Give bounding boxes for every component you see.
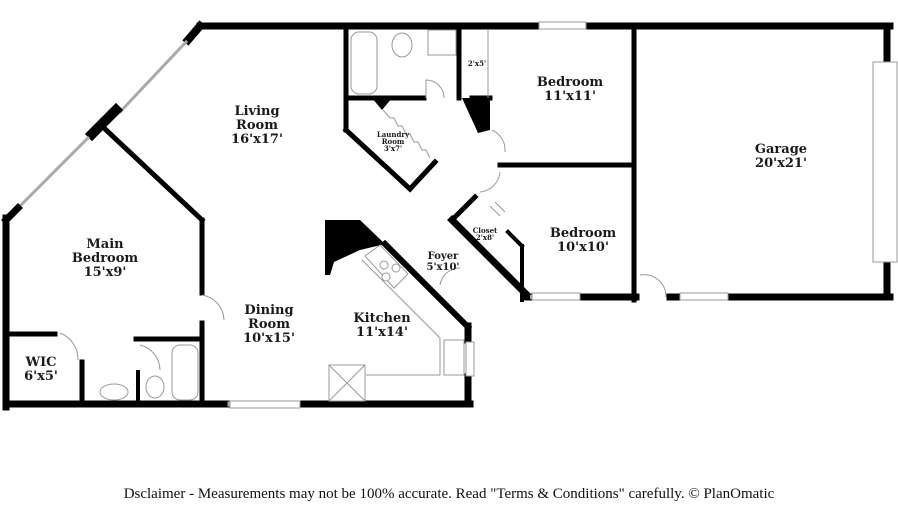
bedroom-3-label: Bedroom (550, 226, 617, 241)
linen-closet-label: 2'x5' (468, 59, 486, 68)
disclaimer-text: Dsclaimer - Measurements may not be 100%… (123, 486, 775, 502)
svg-text:Room: Room (248, 317, 290, 332)
svg-text:5'x10': 5'x10' (427, 262, 460, 273)
kitchen-label: Kitchen (353, 311, 411, 326)
svg-text:3'x7': 3'x7' (384, 144, 402, 153)
closet-label: Closet (473, 226, 498, 235)
svg-text:11'x11': 11'x11' (544, 89, 596, 104)
svg-text:10'x15': 10'x15' (243, 331, 295, 346)
svg-text:6'x5': 6'x5' (24, 369, 58, 384)
svg-text:20'x21': 20'x21' (755, 156, 807, 171)
svg-text:15'x9': 15'x9' (84, 265, 127, 280)
wic-label: WIC (24, 355, 56, 370)
svg-text:2'x8': 2'x8' (476, 233, 494, 242)
svg-text:16'x17': 16'x17' (231, 132, 283, 147)
garage-label: Garage (755, 142, 807, 157)
foyer-label: Foyer (428, 251, 459, 262)
laundry-room-label: Laundry (377, 130, 410, 139)
svg-text:10'x10': 10'x10' (557, 240, 609, 255)
main-bedroom-label: Main (86, 237, 124, 252)
svg-text:11'x14': 11'x14' (356, 325, 408, 340)
svg-text:Room: Room (236, 118, 278, 133)
wall-masses (325, 98, 490, 275)
room-labels: Living Room 16'x17' Main Bedroom 15'x9' … (24, 59, 807, 384)
living-room-label: Living (234, 104, 279, 119)
fixtures (59, 21, 898, 409)
svg-text:Room: Room (382, 137, 405, 146)
dining-room-label: Dining (244, 303, 293, 318)
bedroom-2-label: Bedroom (537, 75, 604, 90)
walls (1, 20, 894, 411)
svg-text:Bedroom: Bedroom (72, 251, 139, 266)
floor-plan: Living Room 16'x17' Main Bedroom 15'x9' … (1, 20, 898, 411)
